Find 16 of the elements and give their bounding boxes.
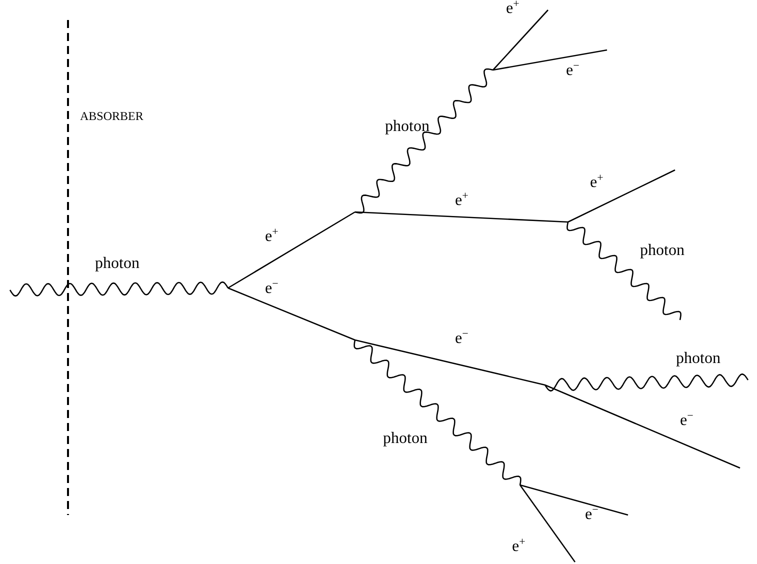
particle-label: photon	[676, 350, 720, 368]
particle-label: e$^{−}$	[265, 280, 278, 298]
particle-label: photon	[385, 118, 430, 136]
particle-label: e$^{+}$	[590, 174, 604, 192]
particle-label: e$^{+}$	[265, 228, 278, 246]
particle-label: photon	[383, 430, 428, 448]
particle-label: e$^{−}$	[455, 330, 468, 348]
absorber-label: ABSORBER	[80, 108, 144, 125]
particle-label: photon	[640, 242, 684, 260]
particle-label: e$^{+}$	[455, 192, 468, 210]
particle-label: photon	[95, 255, 140, 273]
particle-label: e$^{+}$	[506, 0, 520, 18]
particle-label: e$^{−}$	[585, 506, 598, 524]
particle-label: e$^{+}$	[512, 538, 526, 556]
particle-label: e$^{−}$	[680, 412, 694, 430]
particle-label: e$^{−}$	[566, 62, 580, 80]
